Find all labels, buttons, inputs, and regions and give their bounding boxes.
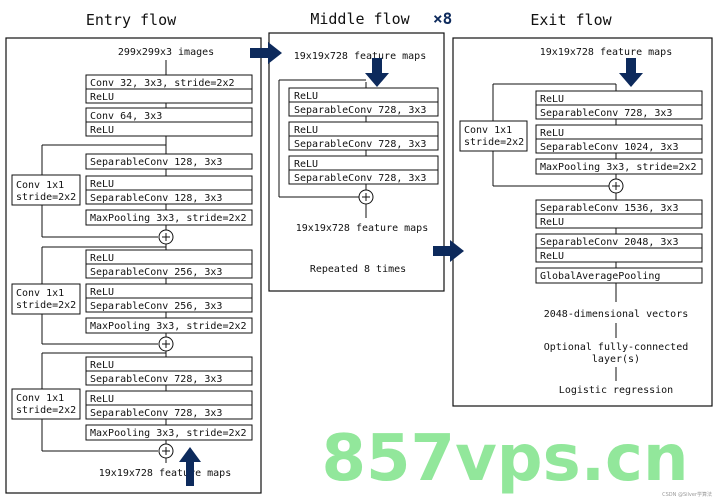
entry-skip1-stride: stride=2x2 — [16, 192, 76, 203]
entry-output-label: 19x19x728 feature maps — [99, 468, 231, 479]
exit-sep1-label: SeparableConv 728, 3x3 — [540, 108, 672, 119]
exit-skip-stride: stride=2x2 — [464, 137, 524, 148]
entry-b2-sep1-label: SeparableConv 256, 3x3 — [90, 267, 222, 278]
entry-skip1-label: Conv 1x1 — [16, 180, 64, 191]
entry-skip1-block — [11, 174, 81, 206]
entry-b3-pool — [85, 424, 253, 441]
exit-logreg-label: Logistic regression — [559, 385, 673, 396]
exit-fc-layers-label: layer(s) — [592, 354, 640, 365]
exit-relu2-label: ReLU — [540, 128, 564, 139]
entry-input-label: 299x299x3 images — [118, 47, 214, 58]
entry-skip3-label: Conv 1x1 — [16, 393, 64, 404]
entry-b1-sep1 — [85, 153, 253, 170]
middle-relu2-label: ReLU — [294, 125, 318, 136]
entry-b3-relu1-label: ReLU — [90, 360, 114, 371]
entry-b1-pool — [85, 209, 253, 226]
middle-repeat-label: Repeated 8 times — [310, 264, 406, 275]
exit-vector-label: 2048-dimensional vectors — [544, 309, 689, 320]
middle-relu3-label: ReLU — [294, 159, 318, 170]
entry-skip3-block — [11, 388, 81, 420]
entry-skip2-stride: stride=2x2 — [16, 300, 76, 311]
exit-relu3-label: ReLU — [540, 217, 564, 228]
entry-b1-sep2-label: SeparableConv 128, 3x3 — [90, 193, 222, 204]
entry-conv64-relu: ReLU — [90, 125, 114, 136]
middle-sep2-label: SeparableConv 728, 3x3 — [294, 139, 426, 150]
exit-input-label: 19x19x728 feature maps — [540, 47, 672, 58]
middle-relu1-label: ReLU — [294, 91, 318, 102]
middle-to-exit-arrow-icon — [433, 240, 464, 262]
entry-b1-pool-label: MaxPooling 3x3, stride=2x2 — [90, 213, 247, 224]
middle-output-label: 19x19x728 feature maps — [296, 223, 428, 234]
entry-skip2-block — [11, 283, 81, 315]
entry-b1-sep1-label: SeparableConv 128, 3x3 — [90, 157, 222, 168]
exit-pool — [535, 158, 703, 175]
exit-gap-label: GlobalAveragePooling — [540, 271, 660, 282]
middle-sep3-label: SeparableConv 728, 3x3 — [294, 173, 426, 184]
entry-to-middle-arrow-icon — [250, 42, 282, 64]
exit-gap — [535, 267, 703, 284]
entry-b3-sep2-label: SeparableConv 728, 3x3 — [90, 408, 222, 419]
entry-b2-pool-label: MaxPooling 3x3, stride=2x2 — [90, 321, 247, 332]
middle-flow-multiplier: ×8 — [433, 9, 452, 28]
entry-b2-pool — [85, 317, 253, 334]
exit-relu1-label: ReLU — [540, 94, 564, 105]
entry-skip2-label: Conv 1x1 — [16, 288, 64, 299]
entry-b2-relu1-label: ReLU — [90, 253, 114, 264]
credit-text: CSDN @Silver学算法 — [662, 491, 712, 498]
middle-input-arrow-icon — [365, 58, 389, 87]
exit-relu4-label: ReLU — [540, 251, 564, 262]
middle-sep1-label: SeparableConv 728, 3x3 — [294, 105, 426, 116]
exit-fc-label: Optional fully-connected — [544, 342, 689, 353]
entry-conv32-label: Conv 32, 3x3, stride=2x2 — [90, 78, 235, 89]
entry-conv32-relu: ReLU — [90, 92, 114, 103]
entry-b3-pool-label: MaxPooling 3x3, stride=2x2 — [90, 428, 247, 439]
entry-b3-relu2-label: ReLU — [90, 394, 114, 405]
exit-sep3-label: SeparableConv 1536, 3x3 — [540, 203, 678, 214]
exit-sep4-label: SeparableConv 2048, 3x3 — [540, 237, 678, 248]
exit-pool-label: MaxPooling 3x3, stride=2x2 — [540, 162, 697, 173]
entry-flow-title: Entry flow — [86, 11, 177, 29]
exit-skip-label: Conv 1x1 — [464, 125, 512, 136]
middle-flow-title: Middle flow — [310, 10, 410, 28]
entry-b3-sep1-label: SeparableConv 728, 3x3 — [90, 374, 222, 385]
entry-conv64-label: Conv 64, 3x3 — [90, 111, 162, 122]
exit-input-arrow-icon — [619, 58, 643, 87]
middle-input-label: 19x19x728 feature maps — [294, 51, 426, 62]
entry-b2-relu2-label: ReLU — [90, 287, 114, 298]
exit-flow-title: Exit flow — [530, 11, 612, 29]
entry-skip3-stride: stride=2x2 — [16, 405, 76, 416]
entry-output-arrow-icon — [179, 447, 201, 486]
watermark-text: 857vps.cn — [321, 422, 688, 496]
exit-sep2-label: SeparableConv 1024, 3x3 — [540, 142, 678, 153]
entry-b2-sep2-label: SeparableConv 256, 3x3 — [90, 301, 222, 312]
entry-b1-relu-label: ReLU — [90, 179, 114, 190]
